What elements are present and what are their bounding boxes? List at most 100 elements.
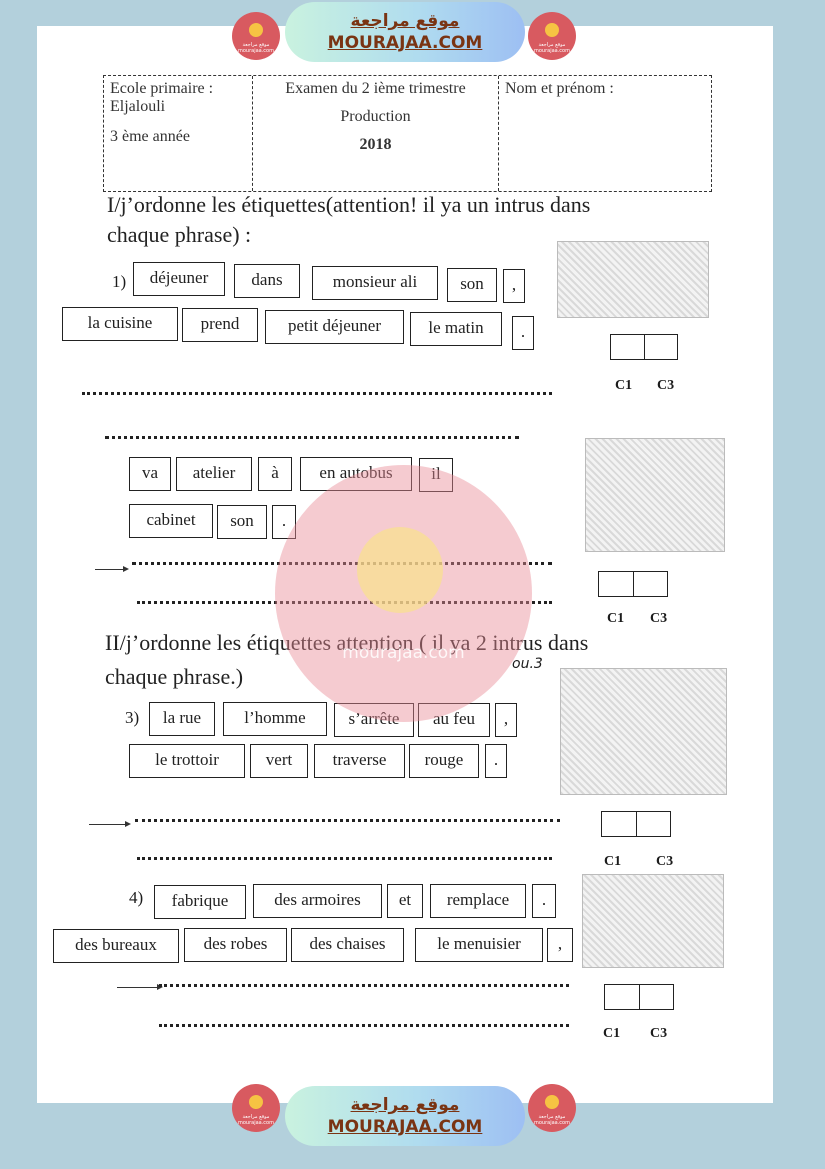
answer-line[interactable] — [159, 984, 569, 987]
word-tag[interactable]: le trottoir — [129, 744, 245, 778]
exam-year: 2018 — [359, 136, 392, 153]
word-tag[interactable]: des robes — [184, 928, 287, 962]
arrow-icon — [95, 566, 129, 572]
answer-line[interactable] — [137, 601, 552, 604]
section2-instruction: II/j’ordonne les étiquettes attention ( … — [105, 630, 589, 655]
criteria-box[interactable] — [601, 811, 671, 837]
word-tag[interactable]: monsieur ali — [312, 266, 438, 300]
criterion-c3: C3 — [656, 854, 674, 869]
logo-badge-left-top: موقع مراجعة mourajaa.com — [232, 12, 280, 60]
carpenter-illustration — [582, 874, 724, 968]
answer-line[interactable] — [105, 436, 519, 439]
word-tag[interactable]: des bureaux — [53, 929, 179, 963]
handwritten-note: ou.3 — [512, 656, 543, 672]
word-tag[interactable]: dans — [234, 264, 300, 298]
word-tag[interactable]: le menuisier — [415, 928, 543, 962]
punctuation-tag[interactable]: . — [485, 744, 507, 778]
criteria-box[interactable] — [610, 334, 678, 360]
word-tag[interactable]: au feu — [418, 703, 490, 737]
name-cell[interactable]: Nom et prénom : — [499, 76, 711, 191]
site-banner-top[interactable]: موقع مراجعة MOURAJAA.COM — [285, 2, 525, 62]
word-tag[interactable]: des chaises — [291, 928, 404, 962]
answer-line[interactable] — [159, 1024, 569, 1027]
word-tag[interactable]: petit déjeuner — [265, 310, 404, 344]
watermark-text: mourajaa.com — [342, 643, 465, 663]
punctuation-tag[interactable]: , — [495, 703, 517, 737]
punctuation-tag[interactable]: . — [532, 884, 556, 918]
punctuation-tag[interactable]: , — [503, 269, 525, 303]
logo-badge-left-bottom: موقع مراجعة mourajaa.com — [232, 1084, 280, 1132]
word-tag[interactable]: il — [419, 458, 453, 492]
word-tag[interactable]: en autobus — [300, 457, 412, 491]
word-tag[interactable]: la rue — [149, 702, 215, 736]
answer-line[interactable] — [137, 857, 552, 860]
word-tag[interactable]: cabinet — [129, 504, 213, 538]
word-tag[interactable]: s’arrête — [334, 703, 414, 737]
word-tag[interactable]: le matin — [410, 312, 502, 346]
criterion-c3: C3 — [650, 611, 668, 626]
criterion-c1: C1 — [603, 1026, 621, 1041]
punctuation-tag[interactable]: . — [272, 505, 296, 539]
exam-title: Examen du 2 ième trimestre — [285, 80, 466, 97]
exercise-number: 4) — [129, 888, 144, 907]
word-tag[interactable]: va — [129, 457, 171, 491]
book-icon — [249, 1095, 263, 1109]
answer-line[interactable] — [135, 819, 560, 822]
word-tag[interactable]: son — [217, 505, 267, 539]
name-label: Nom et prénom : — [505, 80, 614, 97]
word-tag[interactable]: des armoires — [253, 884, 382, 918]
punctuation-tag[interactable]: , — [547, 928, 573, 962]
grade-label: 3 ème année — [110, 128, 190, 145]
criteria-box[interactable] — [604, 984, 674, 1010]
word-tag[interactable]: l’homme — [223, 702, 327, 736]
word-tag[interactable]: fabrique — [154, 885, 246, 919]
arrow-icon — [117, 984, 163, 990]
book-icon — [249, 23, 263, 37]
word-tag[interactable]: traverse — [314, 744, 405, 778]
open-book-icon — [357, 527, 443, 613]
criterion-c3: C3 — [657, 378, 675, 393]
section2-instruction-cont: chaque phrase.) — [105, 664, 244, 689]
criterion-c3: C3 — [650, 1026, 668, 1041]
breakfast-illustration — [557, 241, 709, 318]
criteria-box[interactable] — [598, 571, 668, 597]
word-tag[interactable]: la cuisine — [62, 307, 178, 341]
word-tag[interactable]: prend — [182, 308, 258, 342]
exercise-number: 1) — [112, 272, 127, 291]
banner-site-name[interactable]: MOURAJAA.COM — [327, 1117, 483, 1137]
banner-site-name[interactable]: MOURAJAA.COM — [327, 33, 483, 53]
criterion-c1: C1 — [607, 611, 625, 626]
answer-line[interactable] — [82, 392, 552, 395]
word-tag[interactable]: rouge — [409, 744, 479, 778]
school-label: Ecole primaire : — [110, 80, 214, 97]
banner-arabic-title: موقع مراجعة — [350, 11, 460, 31]
word-tag[interactable]: vert — [250, 744, 308, 778]
punctuation-tag[interactable]: . — [512, 316, 534, 350]
section1-instruction-cont: chaque phrase) : — [107, 222, 252, 247]
exam-subject: Production — [340, 108, 411, 125]
logo-badge-right-bottom: موقع مراجعة mourajaa.com — [528, 1084, 576, 1132]
banner-arabic-title: موقع مراجعة — [350, 1095, 460, 1115]
watermark-logo: mourajaa.com — [275, 465, 532, 722]
word-tag[interactable]: à — [258, 457, 292, 491]
word-tag[interactable]: déjeuner — [133, 262, 225, 296]
book-icon — [545, 23, 559, 37]
criterion-c1: C1 — [615, 378, 633, 393]
word-tag[interactable]: son — [447, 268, 497, 302]
school-cell: Ecole primaire : Eljalouli 3 ème année — [104, 76, 253, 191]
criterion-c1: C1 — [604, 854, 622, 869]
school-name: Eljalouli — [110, 98, 166, 115]
book-icon — [545, 1095, 559, 1109]
word-tag[interactable]: et — [387, 884, 423, 918]
exam-header-table: Ecole primaire : Eljalouli 3 ème année E… — [103, 75, 712, 192]
section1-instruction: I/j’ordonne les étiquettes(attention! il… — [107, 192, 591, 217]
arrow-icon — [89, 821, 131, 827]
logo-badge-right-top: موقع مراجعة mourajaa.com — [528, 12, 576, 60]
bus-illustration — [585, 438, 725, 552]
exam-cell: Examen du 2 ième trimestre Production 20… — [253, 76, 499, 191]
exam-page: Ecole primaire : Eljalouli 3 ème année E… — [37, 26, 773, 1103]
site-banner-bottom[interactable]: موقع مراجعة MOURAJAA.COM — [285, 1086, 525, 1146]
answer-line[interactable] — [132, 562, 552, 565]
word-tag[interactable]: atelier — [176, 457, 252, 491]
word-tag[interactable]: remplace — [430, 884, 526, 918]
